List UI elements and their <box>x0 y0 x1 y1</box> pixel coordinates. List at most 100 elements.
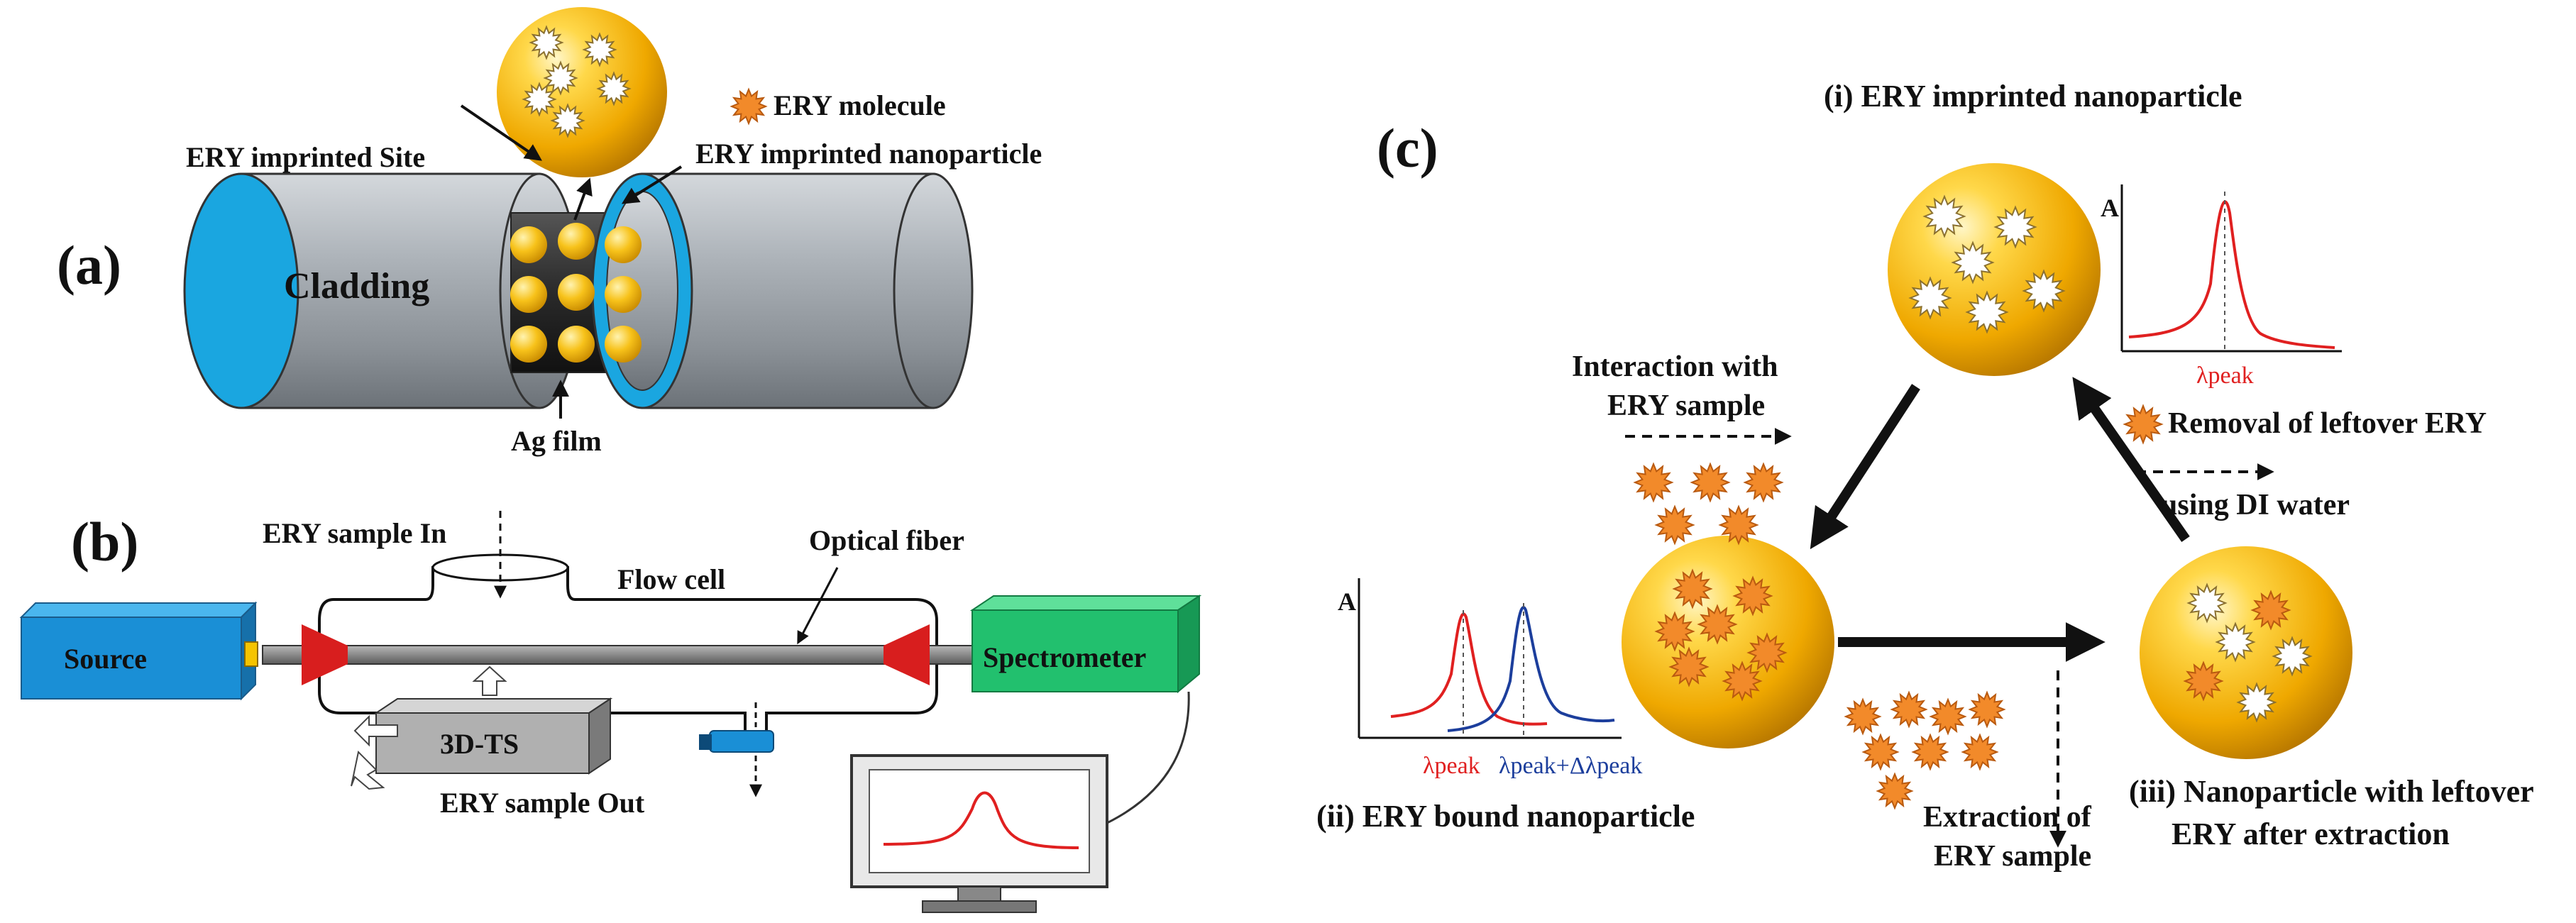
panel-a: (a) Cladding <box>57 7 1042 457</box>
imprinted-site <box>1908 276 1952 320</box>
cladding-label: Cladding <box>284 266 429 306</box>
nanoparticle-i <box>1888 163 2101 376</box>
ery-molecule-icon <box>730 87 768 126</box>
sample-outlet-valve <box>699 702 774 797</box>
arrow-imprinted-nanoparticle <box>621 165 683 204</box>
imprinted-sites <box>1908 194 2066 334</box>
stage-arrow-left-icon <box>353 714 398 747</box>
monitor-screen <box>869 769 1090 873</box>
sample-out-label: ERY sample Out <box>440 787 645 819</box>
bound-ery-molecule <box>1672 568 1713 609</box>
extraction-label-line2: ERY sample <box>1934 840 2091 873</box>
imprinted-site <box>1965 290 2009 334</box>
stage-iii-label-line2: ERY after extraction <box>2172 817 2450 851</box>
stage-arrow-diag-icon <box>351 750 385 790</box>
inset-i-lambda-peak: λpeak <box>2196 363 2254 389</box>
fiber-end-face-left <box>183 172 299 409</box>
ery-molecule <box>1961 733 1999 771</box>
3d-translation-stage: 3D-TS <box>351 665 613 790</box>
stage-iii-label-line1: (iii) Nanoparticle with leftover <box>2129 774 2534 809</box>
removal-label-line1: Removal of leftover ERY <box>2168 407 2487 440</box>
panel-label-a: (a) <box>57 234 121 296</box>
nanoparticle <box>605 326 642 363</box>
spectrum-inset-i: A λpeak <box>2101 184 2342 389</box>
nanoparticle <box>510 226 547 263</box>
removal-label-line2: using DI water <box>2161 489 2350 521</box>
panel-label-c: (c) <box>1377 117 1438 179</box>
ery-molecule <box>1890 690 1928 729</box>
ery-molecule <box>1968 690 2006 729</box>
panel-b: (b) Source Spectrometer <box>19 511 1202 913</box>
inset-ii-curve-red <box>1390 612 1548 726</box>
leftover-site <box>2272 636 2313 677</box>
imprinted-nanoparticle-large <box>497 7 667 177</box>
spectrometer-label: Spectrometer <box>983 641 1146 673</box>
interaction-label-line2: ERY sample <box>1607 389 1765 422</box>
nanoparticle-iii <box>2140 546 2352 759</box>
leftover-site <box>2215 621 2256 663</box>
bound-ery-molecule <box>1732 575 1773 617</box>
bound-ery-molecule <box>1722 661 1763 702</box>
imprinted-site <box>550 103 585 138</box>
optical-fiber <box>262 645 973 665</box>
leftover-site <box>2183 661 2224 702</box>
optical-fiber-arrow <box>797 567 839 645</box>
nanoparticle <box>510 326 547 363</box>
spectrometer-box: Spectrometer <box>969 595 1202 694</box>
arrow-nanoparticle-up <box>573 177 593 221</box>
monitor-stand <box>922 900 1037 913</box>
leftover-site <box>2186 582 2228 624</box>
imprinted-nanoparticle-label: ERY imprinted nanoparticle <box>695 138 1042 170</box>
imprinted-site <box>2022 269 2066 313</box>
ery-sample-cluster <box>1633 462 1784 546</box>
stage-arrow-up-icon <box>472 665 507 696</box>
ery-molecule <box>1929 697 1967 736</box>
ery-molecule <box>1690 462 1731 503</box>
bound-ery-molecule <box>1697 604 1738 645</box>
nanoparticle <box>558 274 595 311</box>
imprinted-site-label: ERY imprinted Site <box>186 141 425 173</box>
nanoparticle <box>605 226 642 263</box>
ery-molecule <box>1654 504 1695 546</box>
bound-ery-molecule <box>1746 632 1788 673</box>
monitor-spectrum-curve <box>883 791 1079 849</box>
spectrum-inset-ii: A λpeak λpeak+Δλpeak <box>1338 578 1642 779</box>
ery-molecule <box>1911 733 1949 771</box>
source-label: Source <box>64 643 147 675</box>
ag-film-label: Ag film <box>511 425 602 457</box>
imprinted-site <box>529 25 564 60</box>
nanoparticle-array <box>510 223 642 363</box>
leftover-site <box>2236 682 2277 723</box>
imprinted-site <box>1922 194 1966 238</box>
fiber-clamp-right <box>884 624 930 685</box>
imprinted-site <box>1951 241 1995 284</box>
bound-ery-molecule <box>1668 646 1710 687</box>
monitor <box>850 754 1108 913</box>
imprinted-site <box>522 82 557 117</box>
cladding-right-cylinder <box>591 172 974 409</box>
nanoparticle <box>558 223 595 260</box>
ery-molecule <box>1718 504 1759 546</box>
bound-ery-sites <box>1654 568 1788 702</box>
ery-molecule <box>1633 462 1674 503</box>
ery-molecule <box>1743 462 1784 503</box>
inset-ii-axis-label: A <box>1338 587 1356 616</box>
arrow-i-to-ii <box>1810 384 1920 550</box>
ery-molecule-label: ERY molecule <box>774 89 946 121</box>
ery-extracted-cluster <box>1844 690 2006 810</box>
imprinted-site <box>596 71 632 106</box>
ery-molecule-legend: ERY molecule <box>730 87 946 126</box>
extraction-label-line1: Extraction of <box>1923 801 2092 834</box>
source-box: Source <box>19 601 258 701</box>
leftover-ery-sites <box>2183 582 2313 723</box>
leftover-ery-icon <box>2123 404 2164 445</box>
stage-i-label: (i) ERY imprinted nanoparticle <box>1824 79 2242 114</box>
inset-ii-lambda-shift: λpeak+Δλpeak <box>1499 753 1642 779</box>
interaction-label-line1: Interaction with <box>1572 350 1778 383</box>
arrow-iii-to-i <box>2072 377 2190 543</box>
leftover-site <box>2250 590 2291 631</box>
stage-label: 3D-TS <box>440 728 519 760</box>
imprinted-site <box>582 32 617 67</box>
imprinted-sites <box>522 25 632 138</box>
